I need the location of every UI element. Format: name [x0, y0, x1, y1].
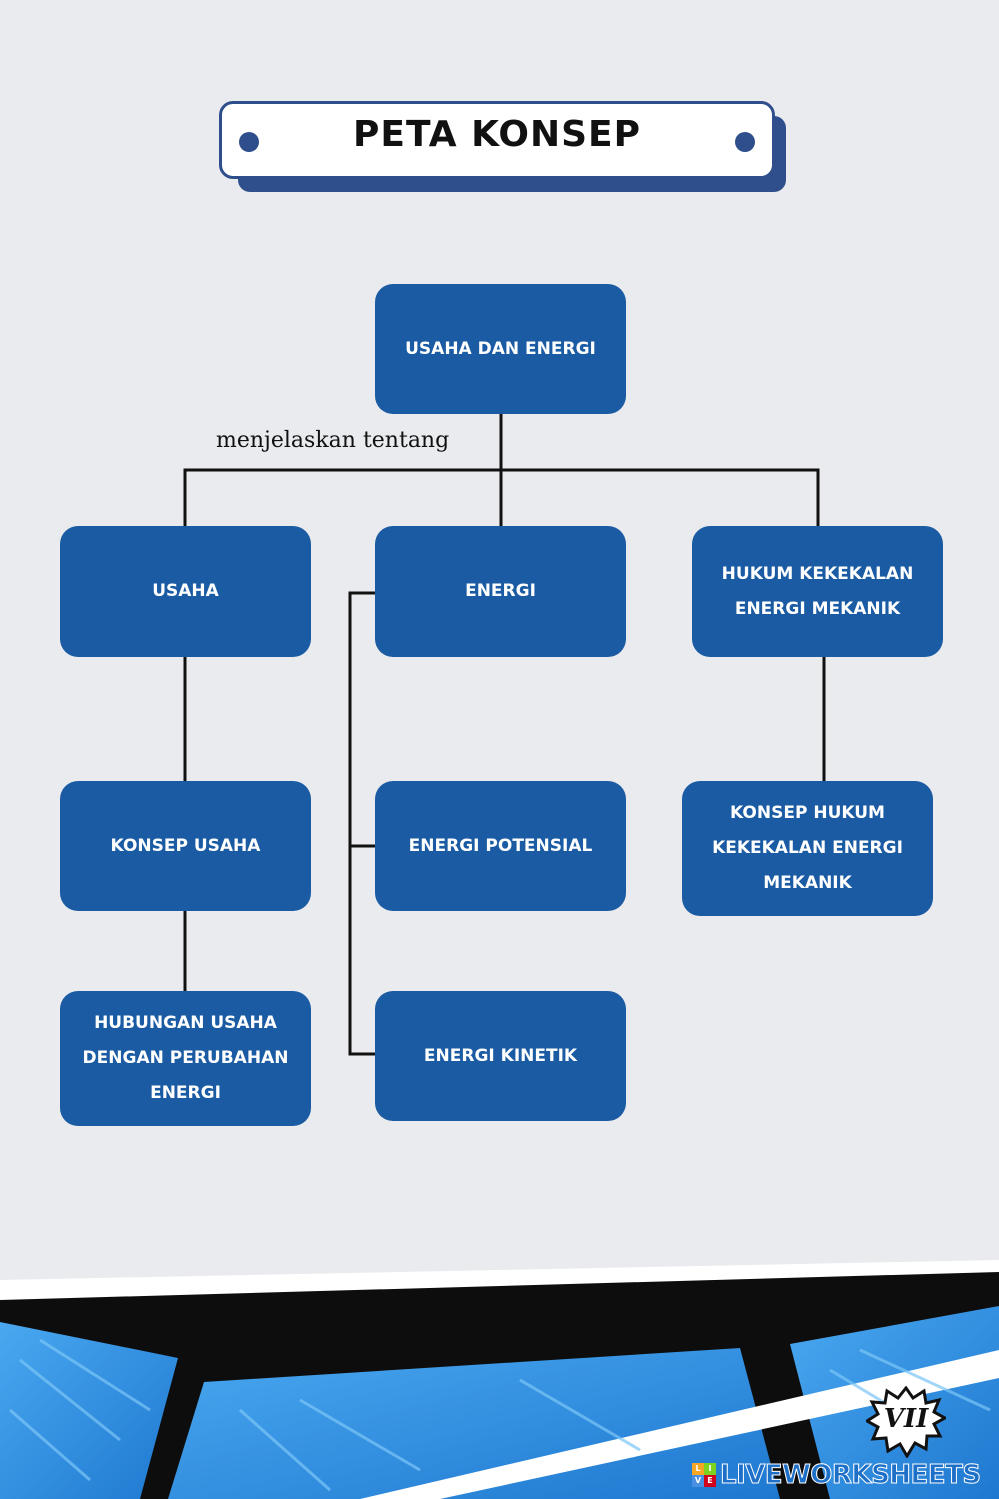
node-usaha: USAHA [60, 526, 311, 657]
node-label: ENERGI POTENSIAL [409, 829, 593, 864]
node-label: ENERGI [465, 574, 536, 609]
logo-letter-v: V [692, 1475, 704, 1487]
node-label-line: USAHA DAN ENERGI [405, 338, 596, 359]
logo-letter-i: I [704, 1463, 716, 1475]
node-label-line: USAHA [152, 581, 219, 601]
node-label: HUKUM KEKEKALAN ENERGI MEKANIK [722, 557, 914, 627]
node-label-line: ENERGI MEKANIK [734, 598, 901, 619]
node-konsep-usaha: KONSEP USAHA [60, 781, 311, 911]
node-energi-potensial: ENERGI POTENSIAL [375, 781, 626, 911]
node-label-line: ENERGI KINETIK [423, 1045, 578, 1066]
node-label: ENERGI KINETIK [424, 1039, 577, 1074]
node-label-line: DENGAN PERUBAHAN [82, 1048, 289, 1068]
liveworksheets-logo-icon: L I V E [692, 1463, 716, 1487]
node-konsep-hukum-kekekalan: KONSEP HUKUM KEKEKALAN ENERGI MEKANIK [682, 781, 933, 916]
node-energi-kinetik: ENERGI KINETIK [375, 991, 626, 1121]
node-label-line: HUKUM KEKEKALAN [721, 563, 914, 584]
watermark: L I V E LIVEWORKSHEETS [692, 1458, 982, 1492]
node-label-line: ENERGI [465, 581, 536, 601]
logo-letter-l: L [692, 1463, 704, 1475]
node-label-line: KONSEP HUKUM [730, 803, 885, 823]
node-label-line: ENERGI [150, 1083, 221, 1103]
node-label-line: ENERGI POTENSIAL [408, 835, 593, 856]
logo-letter-e: E [704, 1475, 716, 1487]
node-label: KONSEP HUKUM KEKEKALAN ENERGI MEKANIK [712, 796, 903, 901]
connector-lines [183, 412, 826, 1056]
node-label-line: KONSEP USAHA [110, 835, 261, 856]
node-label-line: HUBUNGAN USAHA [94, 1013, 277, 1033]
title-dot-right [735, 132, 755, 152]
node-hukum-kekekalan-energi-mekanik: HUKUM KEKEKALAN ENERGI MEKANIK [692, 526, 943, 657]
grade-badge-burst-icon [866, 1386, 946, 1458]
relation-label: menjelaskan tentang [216, 428, 450, 453]
node-label: KONSEP USAHA [111, 829, 261, 864]
node-label: USAHA [152, 574, 219, 609]
watermark-text: LIVEWORKSHEETS [720, 1460, 982, 1491]
grade-badge: VII [883, 1404, 929, 1434]
page-title: PETA KONSEP [352, 114, 642, 155]
node-label: USAHA DAN ENERGI [405, 332, 596, 367]
node-energi: ENERGI [375, 526, 626, 657]
bottom-decoration [0, 1260, 999, 1499]
node-label-line: MEKANIK [763, 873, 852, 893]
title-banner: PETA KONSEP [219, 101, 775, 179]
node-usaha-dan-energi: USAHA DAN ENERGI [375, 284, 626, 414]
node-label: HUBUNGAN USAHA DENGAN PERUBAHAN ENERGI [83, 1006, 289, 1111]
node-label-line: KEKEKALAN ENERGI [712, 838, 903, 858]
node-hubungan-usaha-energi: HUBUNGAN USAHA DENGAN PERUBAHAN ENERGI [60, 991, 311, 1126]
title-dot-left [239, 132, 259, 152]
